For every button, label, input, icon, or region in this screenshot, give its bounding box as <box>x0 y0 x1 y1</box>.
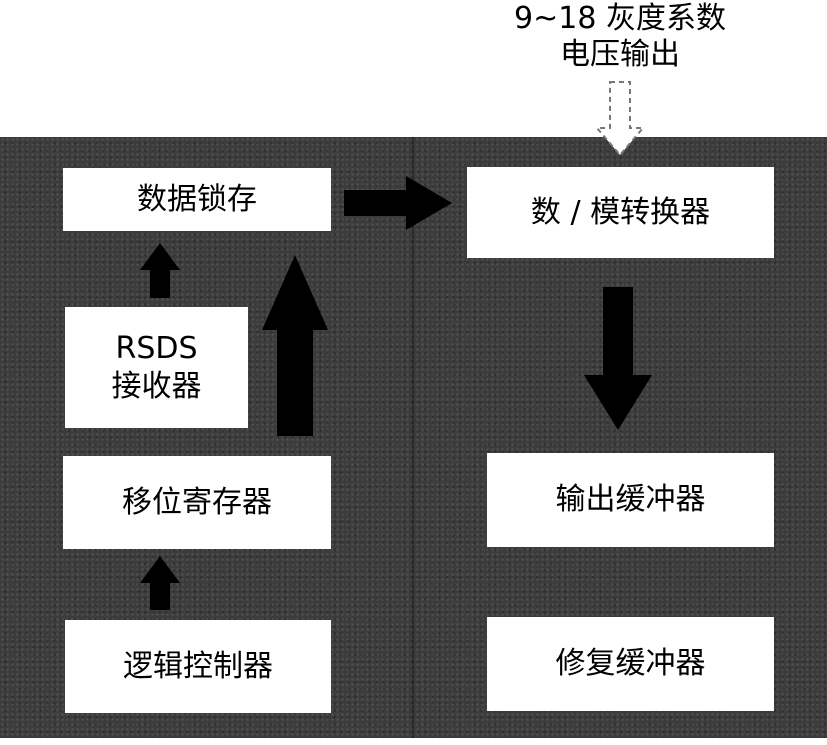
repair-buffer-box: 修复缓冲器 <box>487 617 774 711</box>
dac-to-output-buffer-arrow <box>584 287 652 430</box>
latch-to-dac-arrow <box>344 176 452 230</box>
logic-controller-label: 逻辑控制器 <box>123 648 273 684</box>
gamma-input-dashed-arrow <box>594 81 646 157</box>
rsds-receiver-label-line1: RSDS <box>115 330 198 366</box>
gamma-voltage-label-line1: 9~18 灰度系数 <box>514 1 726 36</box>
repair-buffer-label: 修复缓冲器 <box>555 646 706 681</box>
data-latch-label: 数据锁存 <box>137 181 257 217</box>
data-latch-box: 数据锁存 <box>63 168 331 231</box>
output-buffer-label: 输出缓冲器 <box>555 482 706 517</box>
shift-register-to-latch-arrow <box>262 255 328 436</box>
rsds-receiver-box: RSDS 接收器 <box>65 307 248 428</box>
shift-register-label: 移位寄存器 <box>122 484 272 520</box>
dac-label: 数 / 模转换器 <box>530 194 711 230</box>
logic-controller-box: 逻辑控制器 <box>65 620 331 713</box>
rsds-to-latch-arrow <box>140 243 180 298</box>
panel-divider <box>412 137 414 738</box>
rsds-receiver-label-line2: 接收器 <box>111 368 202 404</box>
shift-register-box: 移位寄存器 <box>63 456 331 549</box>
dac-box: 数 / 模转换器 <box>467 167 774 258</box>
gamma-voltage-label-line2: 电压输出 <box>560 37 680 72</box>
logic-to-shift-register-arrow <box>140 556 180 610</box>
output-buffer-box: 输出缓冲器 <box>487 453 774 547</box>
